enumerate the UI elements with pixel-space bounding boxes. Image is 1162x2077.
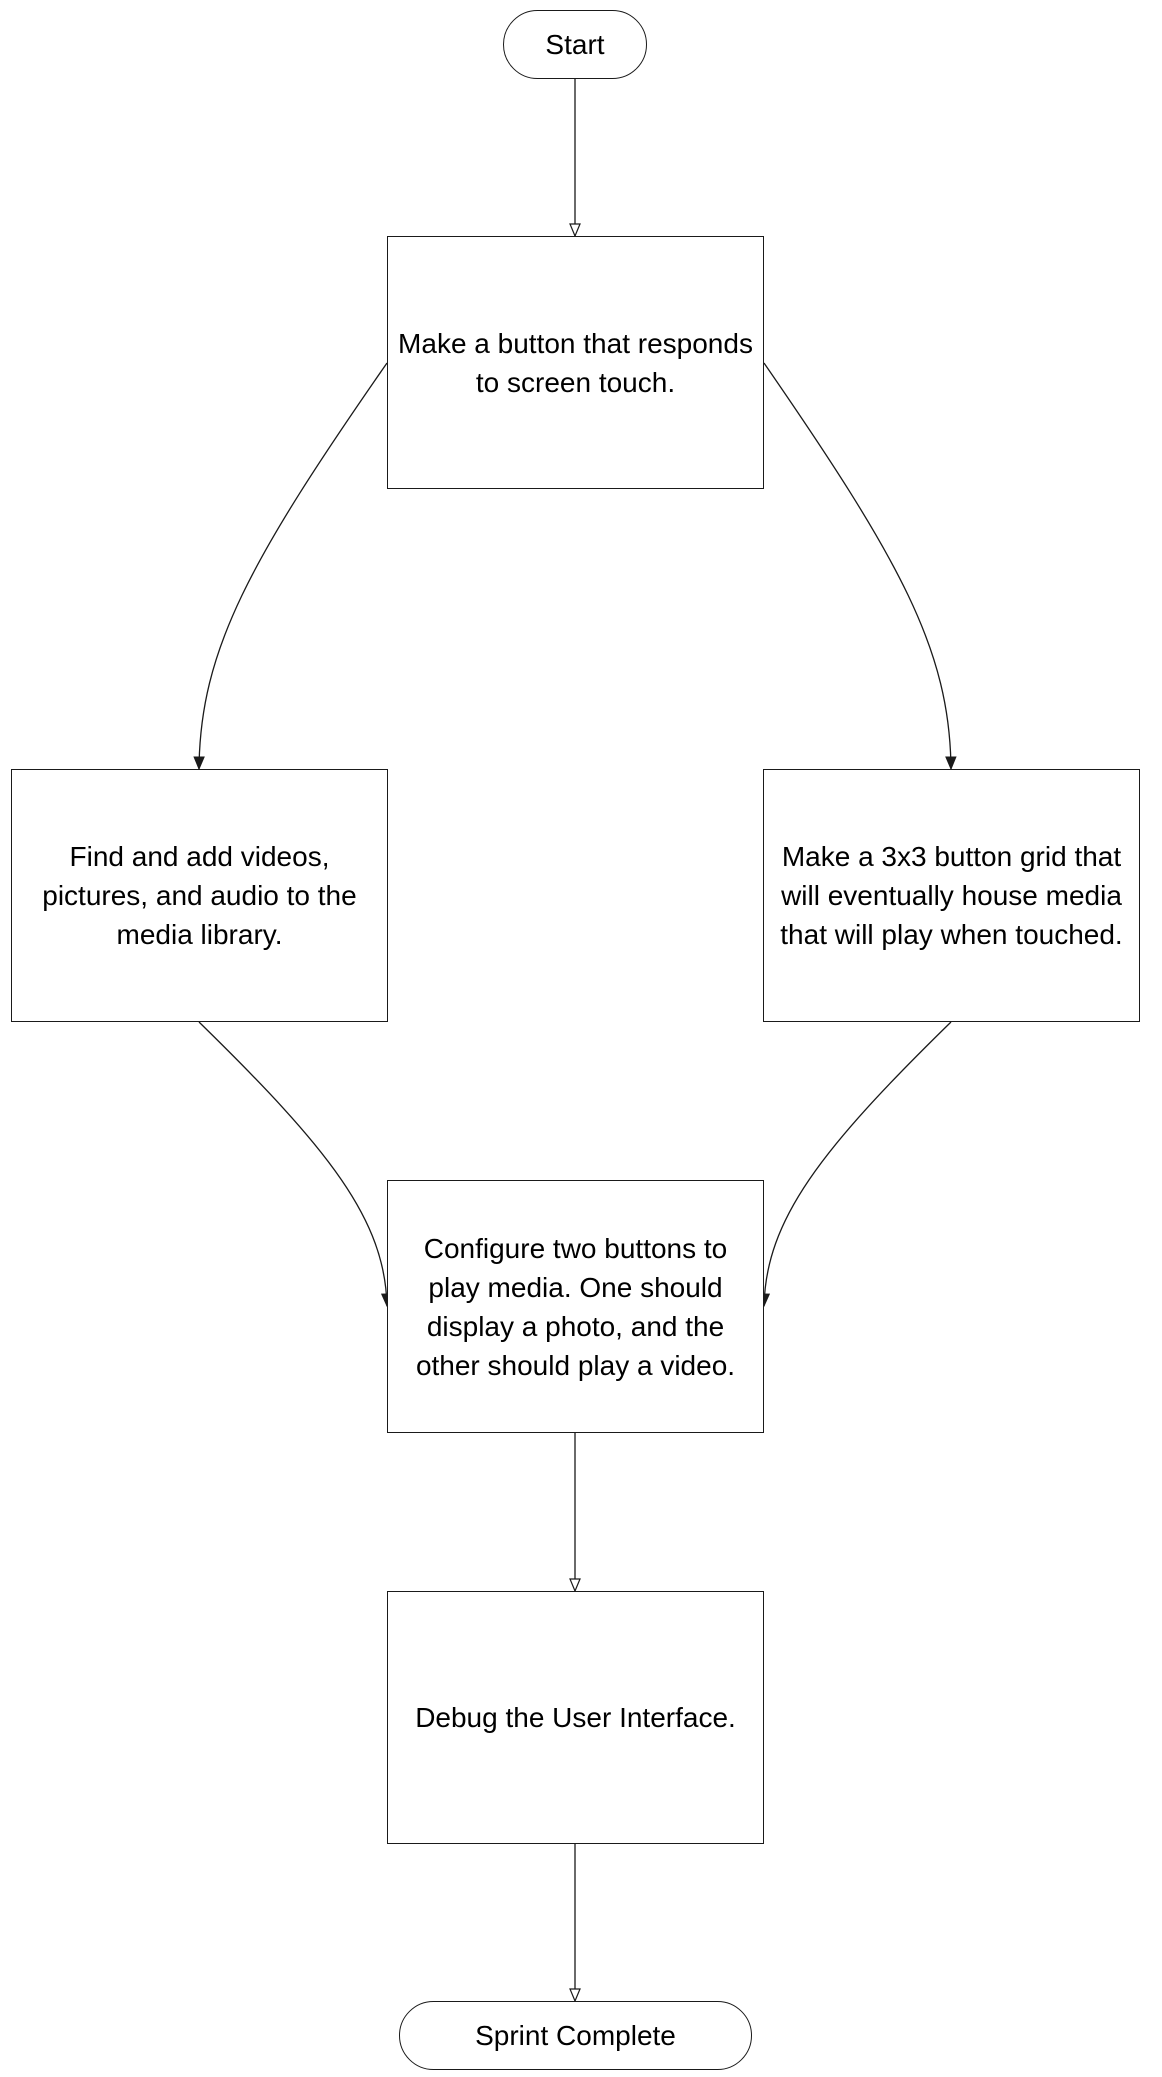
arrow-grid-to-configure <box>764 1021 952 1306</box>
end-label: Sprint Complete <box>475 2020 676 2051</box>
process-media-library-label: Find and add videos, pictures, and audio… <box>42 841 357 950</box>
end-terminal: Sprint Complete <box>399 2001 752 2070</box>
arrow-button-to-grid <box>763 362 951 769</box>
process-configure-buttons-label: Configure two buttons to play media. One… <box>415 1232 736 1381</box>
arrow-button-to-media <box>199 362 388 769</box>
process-make-button-label: Make a button that responds to screen to… <box>398 327 753 398</box>
process-debug-ui: Debug the User Interface. <box>387 1591 764 1844</box>
process-button-grid-label: Make a 3x3 button grid that will eventua… <box>780 841 1123 950</box>
process-make-button: Make a button that responds to screen to… <box>387 236 764 489</box>
start-label: Start <box>545 29 605 60</box>
start-terminal: Start <box>503 10 647 79</box>
process-button-grid: Make a 3x3 button grid that will eventua… <box>763 769 1140 1022</box>
process-media-library: Find and add videos, pictures, and audio… <box>11 769 388 1022</box>
arrow-media-to-configure <box>198 1021 387 1306</box>
process-configure-buttons: Configure two buttons to play media. One… <box>387 1180 764 1433</box>
process-debug-ui-label: Debug the User Interface. <box>415 1702 736 1733</box>
